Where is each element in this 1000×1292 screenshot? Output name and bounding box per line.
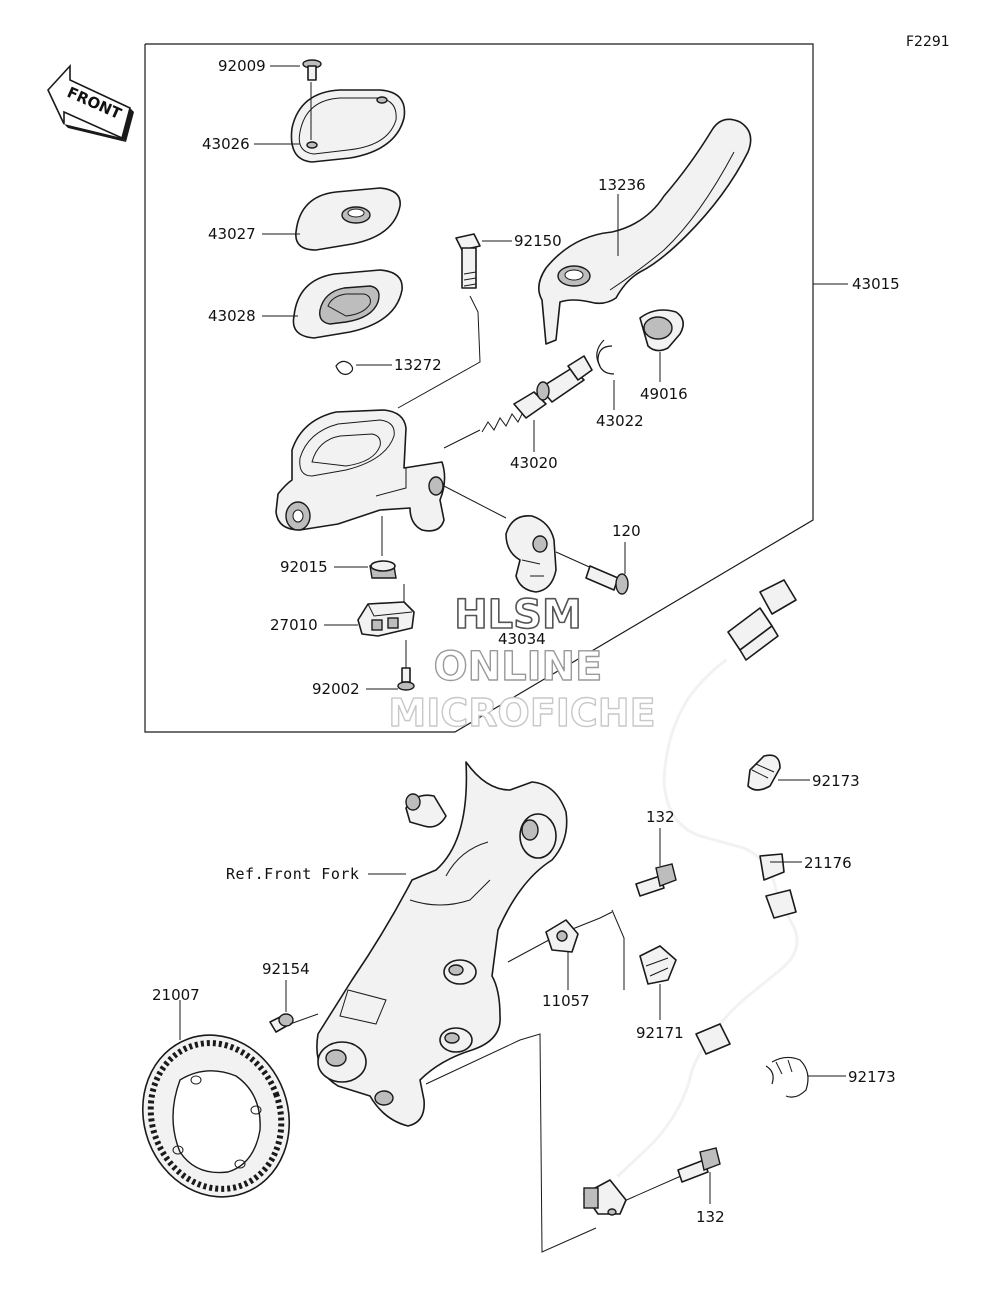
circlip-icon bbox=[596, 339, 615, 375]
screw-icon bbox=[302, 59, 322, 81]
callout-43026: 43026 bbox=[202, 135, 250, 153]
front-arrow-icon: FRONT bbox=[47, 63, 134, 142]
callout-11057: 11057 bbox=[542, 992, 590, 1010]
watermark-line-3: MICROFICHE bbox=[388, 691, 655, 735]
brake-lever-icon bbox=[538, 118, 752, 345]
assembly-outline bbox=[144, 43, 848, 733]
pivot-bolt-icon bbox=[455, 233, 481, 289]
callout-92015: 92015 bbox=[280, 558, 328, 576]
callout-21007: 21007 bbox=[152, 986, 200, 1004]
bolt-icon bbox=[555, 551, 629, 595]
reservoir-plate-icon bbox=[295, 187, 401, 251]
abs-rotor-icon bbox=[141, 1034, 291, 1198]
callout-92173-upper: 92173 bbox=[812, 772, 860, 790]
callout-92154: 92154 bbox=[262, 960, 310, 978]
callout-132-upper: 132 bbox=[646, 808, 675, 826]
clamp-lower-icon bbox=[765, 1056, 809, 1098]
switch-screw-icon bbox=[397, 640, 415, 691]
bracket-icon bbox=[545, 919, 579, 953]
callout-43027: 43027 bbox=[208, 225, 256, 243]
boot-icon bbox=[639, 309, 684, 352]
master-cylinder-body-icon bbox=[275, 409, 446, 532]
callout-13272: 13272 bbox=[394, 356, 442, 374]
bolt-lower-icon bbox=[677, 1147, 721, 1183]
rotor-bolt-icon bbox=[269, 1013, 294, 1033]
clamp-upper-icon bbox=[747, 754, 781, 791]
brake-switch-icon bbox=[357, 584, 415, 637]
watermark: HLSM ONLINE MICROFICHE bbox=[388, 591, 657, 736]
callout-43022: 43022 bbox=[596, 412, 644, 430]
callout-120: 120 bbox=[612, 522, 641, 540]
callout-92171: 92171 bbox=[636, 1024, 684, 1042]
ref-front-fork: Ref.Front Fork bbox=[226, 865, 359, 883]
reservoir-cap-icon bbox=[290, 89, 406, 163]
callout-92173-lower: 92173 bbox=[848, 1068, 896, 1086]
callout-27010: 27010 bbox=[270, 616, 318, 634]
front-fork-icon bbox=[316, 761, 568, 1127]
callout-43020: 43020 bbox=[510, 454, 558, 472]
callout-92009: 92009 bbox=[218, 57, 266, 75]
callout-43034: 43034 bbox=[498, 630, 546, 648]
callout-132-lower: 132 bbox=[696, 1208, 725, 1226]
watermark-line-2: ONLINE bbox=[434, 644, 603, 690]
callout-43015: 43015 bbox=[852, 275, 900, 293]
clamp-92171-icon bbox=[639, 945, 677, 985]
callout-92002: 92002 bbox=[312, 680, 360, 698]
clip-icon bbox=[335, 360, 354, 375]
bolt-upper-icon bbox=[635, 863, 677, 897]
piston-kit-icon bbox=[481, 355, 593, 433]
figure-id: F2291 bbox=[906, 34, 950, 50]
callout-49016: 49016 bbox=[640, 385, 688, 403]
callout-21176: 21176 bbox=[804, 854, 852, 872]
callout-92150: 92150 bbox=[514, 232, 562, 250]
holder-icon bbox=[505, 515, 557, 593]
callout-43028: 43028 bbox=[208, 307, 256, 325]
nut-icon bbox=[369, 516, 397, 579]
abs-sensor-harness-icon bbox=[583, 579, 799, 1216]
watermark-line-1: HLSM bbox=[454, 592, 582, 638]
diaphragm-icon bbox=[292, 269, 403, 339]
callout-13236: 13236 bbox=[598, 176, 646, 194]
